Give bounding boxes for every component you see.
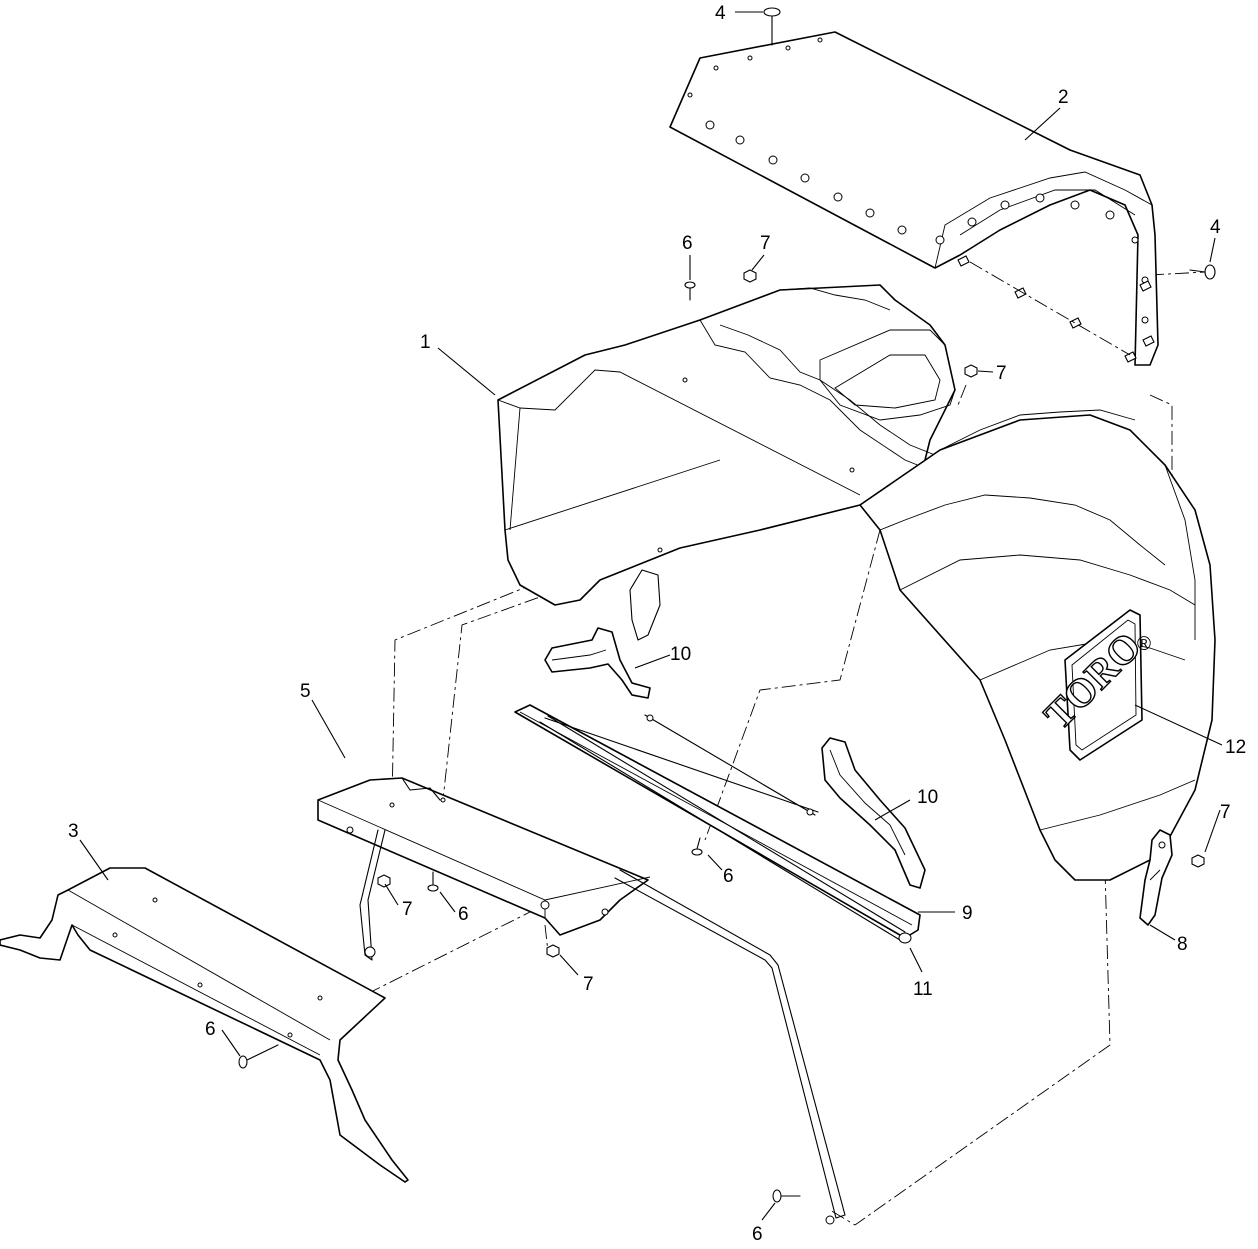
leader-lines [79,11,1223,1221]
nut-7-mount-left [377,874,391,888]
callout-1: 1 [420,332,431,353]
toro-registered-mark: ® [1137,634,1151,655]
nut-7-chute [743,269,757,283]
mount-bracket-long-rod [614,869,846,1225]
bolt-6-mount [427,871,439,892]
carriage-bolt-4-top [763,7,781,46]
hood-panel-holes [687,37,1149,324]
callout-5: 5 [300,681,311,702]
carriage-bolt-4-right [1189,264,1216,280]
callout-8: 8 [1177,934,1188,955]
callout-9: 9 [962,903,973,924]
hardware [238,7,1216,1203]
callout-6-plate: 6 [205,1019,216,1040]
left-bracket [544,627,651,699]
callout-4-right: 4 [1210,217,1221,238]
rear-cover-shell: TORO ® [859,409,1216,881]
callout-6-rod: 6 [752,1224,763,1245]
bolt-6-rod [772,1189,801,1203]
hood-panel-fasteners [957,255,1155,363]
callout-7-latch: 7 [1220,802,1231,823]
callout-11: 11 [913,979,933,1000]
latch [1139,829,1173,926]
bolt-6-chute [684,281,696,301]
bolt-6-rail [691,837,703,856]
callout-3: 3 [68,821,79,842]
nut-7-center [964,364,978,378]
callout-7-center: 7 [996,363,1007,384]
rear-chute [497,284,956,641]
callout-10-right: 10 [917,787,938,808]
callout-6-chute: 6 [682,233,693,254]
bottom-plate [0,867,409,1183]
hood-cover-panel [669,31,1159,366]
callout-7-lower: 7 [583,974,594,995]
callout-12: 12 [1225,737,1246,758]
callout-10-left: 10 [670,644,691,665]
bolt-6-plate [238,1044,279,1069]
right-bracket [821,737,926,889]
rod [539,715,912,944]
callout-4-top: 4 [715,3,726,24]
nut-7-lower [546,944,560,958]
callout-7-chute: 7 [760,233,771,254]
mount-bracket [317,777,846,1225]
callout-6-rail: 6 [723,866,734,887]
callout-2: 2 [1058,87,1069,108]
callout-7-mount-left: 7 [402,899,413,920]
nut-7-latch [1191,854,1205,868]
callout-labels: 4 2 4 6 7 1 7 10 5 12 10 3 7 6 6 9 7 8 1… [68,3,1246,1245]
callout-6-mount: 6 [458,904,469,925]
